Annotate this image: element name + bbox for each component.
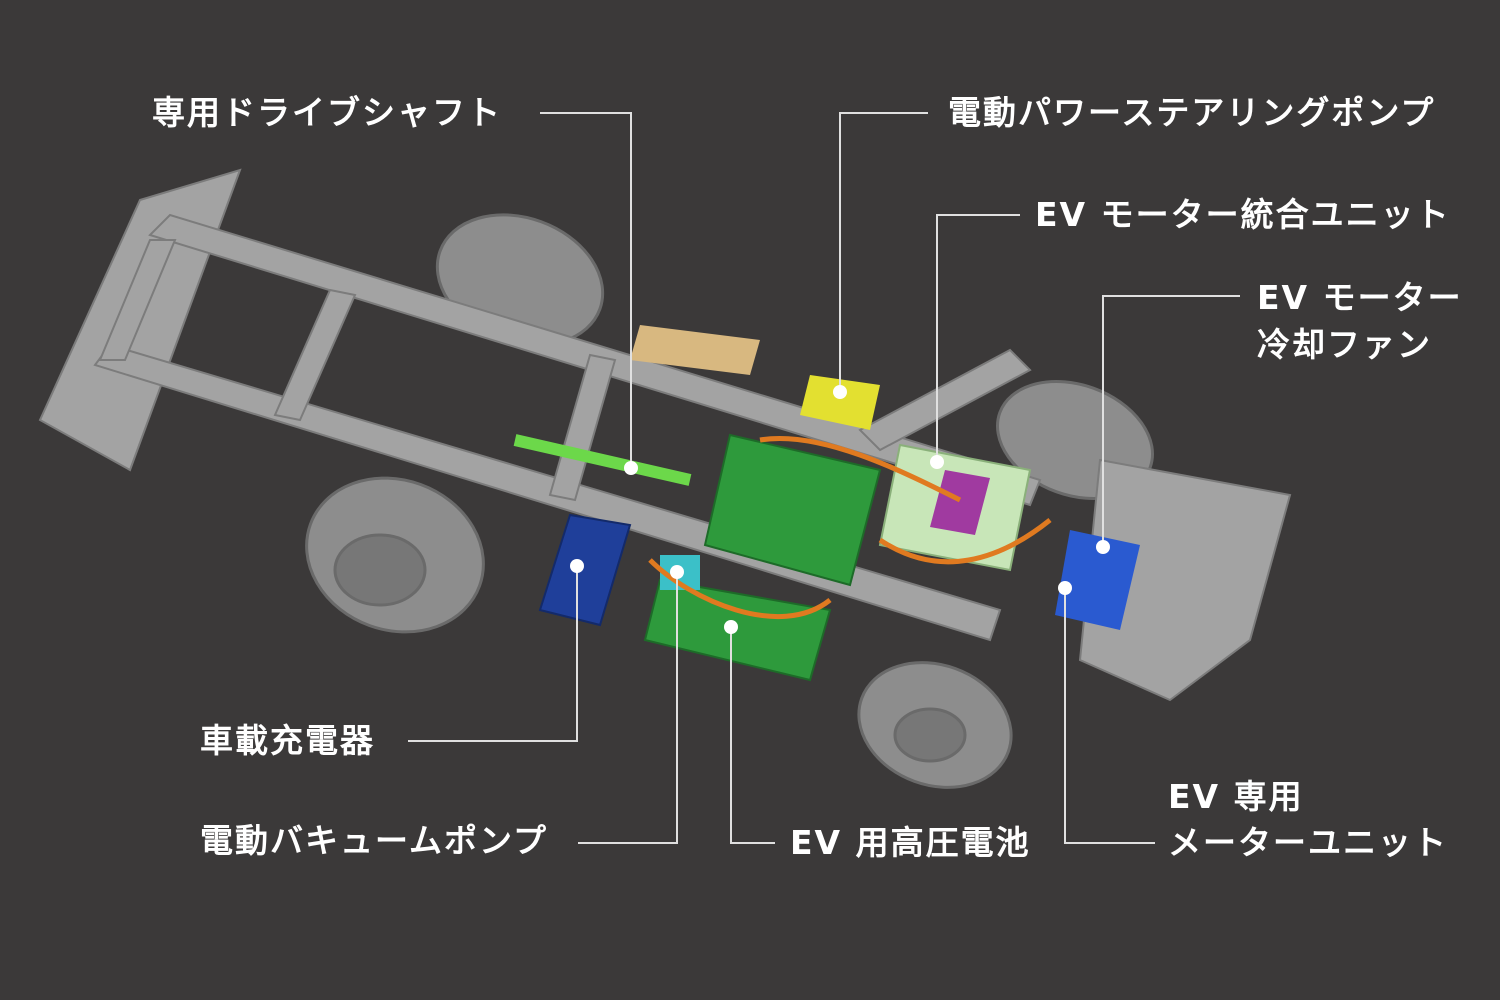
leader-dots xyxy=(570,385,1110,634)
label-motor-cooling-fan-2: 冷却ファン xyxy=(1257,325,1432,364)
battery-pack-main xyxy=(703,433,882,587)
label-vacuum-pump: 電動バキュームポンプ xyxy=(200,821,549,860)
chassis-frame xyxy=(38,168,1292,702)
label-meter-unit-2: メーターユニット xyxy=(1168,823,1448,862)
label-onboard-charger: 車載充電器 xyxy=(200,721,375,760)
label-motor-integrated-unit: EV モーター統合ユニット xyxy=(1035,195,1451,234)
label-meter-unit-1: EV 専用 xyxy=(1168,777,1304,816)
front-wheels xyxy=(857,380,1154,789)
drive-shaft xyxy=(513,434,692,486)
steering-pump-block xyxy=(800,375,880,430)
cooling-fan-block xyxy=(1055,530,1140,630)
label-drive-shaft: 専用ドライブシャフト xyxy=(152,93,502,132)
motor-unit-panel xyxy=(930,470,990,535)
label-hv-battery: EV 用高圧電池 xyxy=(790,823,1031,862)
onboard-charger-block xyxy=(538,513,632,627)
label-power-steering-pump: 電動パワーステアリングポンプ xyxy=(948,93,1436,132)
battery-box xyxy=(630,325,760,375)
battery-pack-lower xyxy=(643,578,832,682)
label-motor-cooling-fan-1: EV モーター xyxy=(1257,278,1463,317)
hv-cables xyxy=(648,436,1052,619)
leader-lines xyxy=(408,112,1240,844)
